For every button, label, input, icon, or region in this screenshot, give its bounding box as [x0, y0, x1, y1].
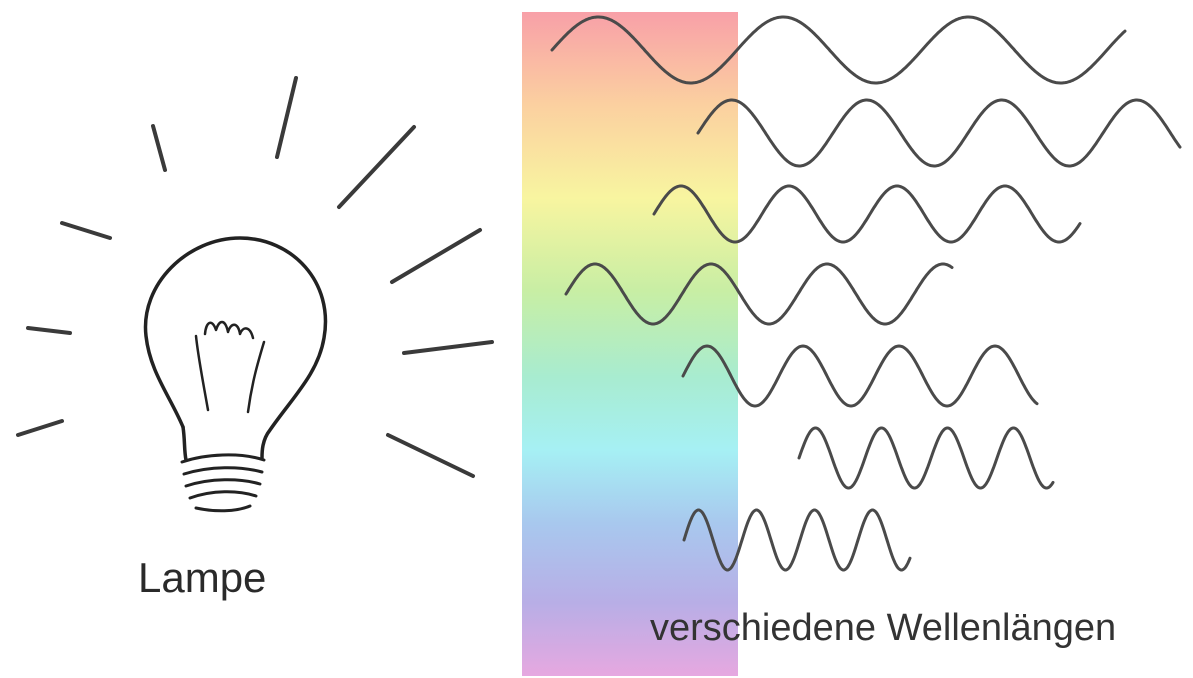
sine-wave-7 — [682, 508, 912, 572]
sine-wave-icon — [550, 15, 1182, 572]
sine-wave-3 — [652, 184, 1082, 244]
sine-wave-4 — [564, 262, 954, 326]
sine-wave-6 — [797, 426, 1055, 490]
light-bulb-icon — [143, 236, 328, 513]
color-spectrum-band — [522, 12, 738, 676]
light-ray-icon — [16, 76, 494, 478]
lamp-label: Lampe — [138, 554, 267, 601]
wavelengths-label: verschiedene Wellenlängen — [650, 607, 1117, 649]
sine-wave-1 — [550, 15, 1127, 85]
sine-wave-5 — [681, 344, 1039, 408]
sine-wave-2 — [696, 98, 1182, 168]
